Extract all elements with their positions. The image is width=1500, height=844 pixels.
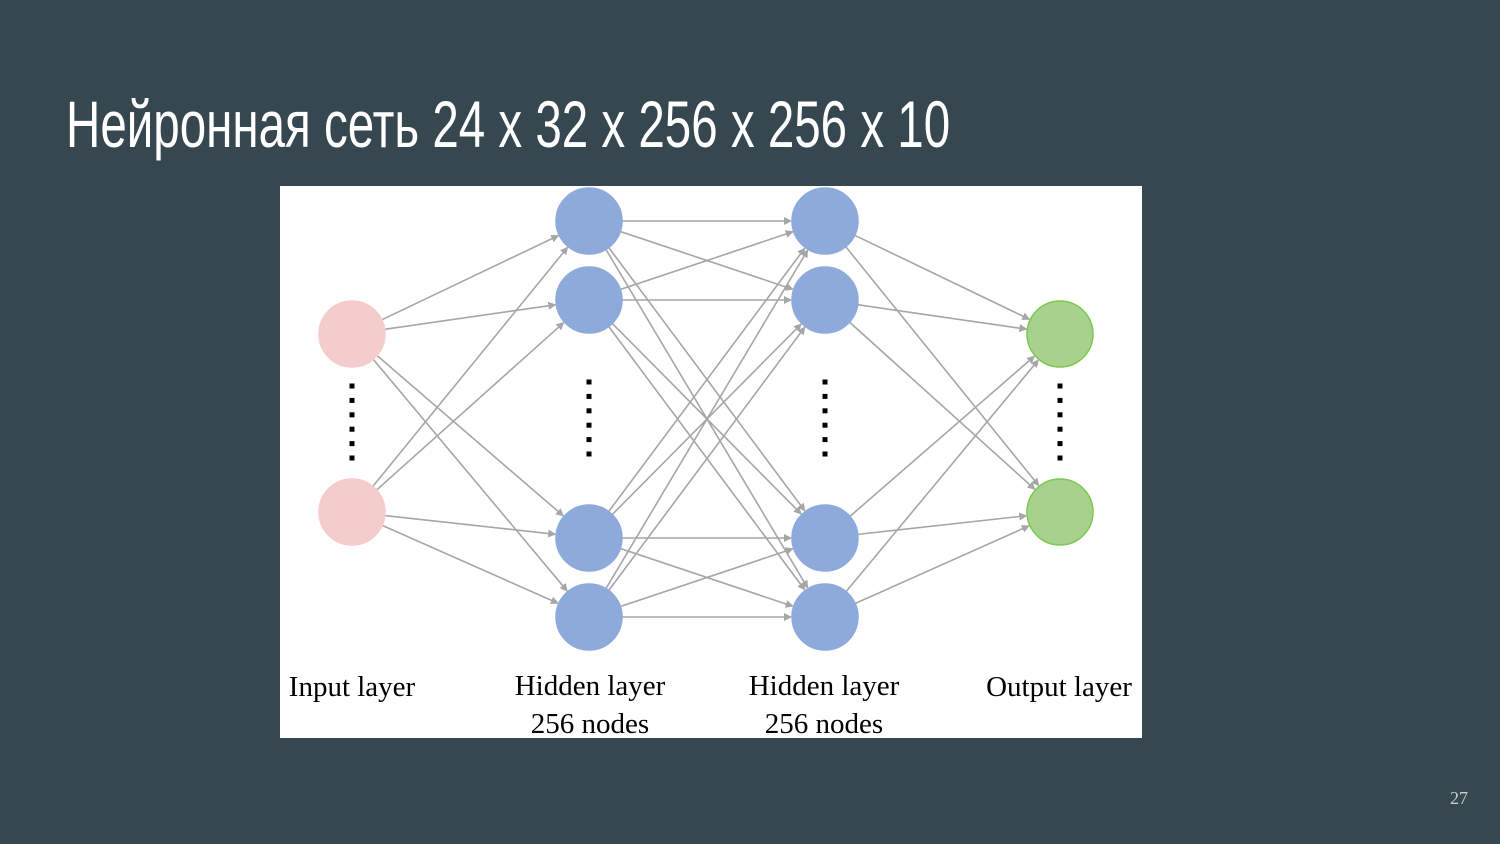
node-layer2-3 <box>791 583 859 651</box>
ellipsis-dot-layer0-3 <box>349 426 355 432</box>
edge-l2-n2-to-n0 <box>849 355 1036 517</box>
ellipsis-dot-layer0-2 <box>349 412 355 418</box>
edge-l2-n3-to-n0 <box>845 359 1039 593</box>
node-layer2-2 <box>791 504 859 572</box>
ellipsis-dot-layer1-0 <box>586 379 592 385</box>
ellipsis-dot-layer3-5 <box>1057 455 1063 461</box>
edge-l0-n1-to-n3 <box>381 524 559 605</box>
edge-l2-n0-to-n1 <box>845 246 1040 487</box>
network-diagram: Input layer Hidden layer 256 nodes Hidde… <box>280 186 1142 740</box>
ellipsis-dot-layer2-2 <box>822 408 828 414</box>
layer-sublabel-hidden-2: 256 nodes <box>764 708 884 740</box>
node-layer1-1 <box>555 266 623 334</box>
layer-label-output: Output layer <box>986 671 1132 703</box>
ellipsis-dot-layer1-4 <box>586 437 592 443</box>
edge-l0-n0-to-n3 <box>372 358 568 592</box>
edge-l2-n3-to-n1 <box>854 525 1030 605</box>
ellipsis-dot-layer1-3 <box>586 422 592 428</box>
ellipsis-dot-layer3-1 <box>1057 397 1063 403</box>
node-layer1-0 <box>555 187 623 255</box>
page-number: 27 <box>1450 788 1468 808</box>
ellipsis-dot-layer1-2 <box>586 408 592 414</box>
edge-l1-n3-to-n1 <box>608 326 806 592</box>
node-layer1-2 <box>555 504 623 572</box>
layer-label-input: Input layer <box>288 671 416 703</box>
edge-l1-n3-to-n0 <box>605 249 809 590</box>
edge-l2-n0-to-n0 <box>854 234 1031 320</box>
ellipsis-dot-layer1-5 <box>586 451 592 457</box>
ellipsis-dot-layer2-5 <box>822 451 828 457</box>
ellipsis-dot-layer3-0 <box>1057 383 1063 389</box>
edge-l2-n1-to-n0 <box>857 303 1028 333</box>
layer-label-hidden-1: Hidden layer <box>514 670 666 702</box>
node-layer0-0 <box>318 300 386 368</box>
edge-l1-n1-to-n0 <box>620 230 794 291</box>
ellipsis-dot-layer3-3 <box>1057 426 1063 432</box>
ellipsis-dot-layer0-5 <box>349 455 355 461</box>
node-layer3-0 <box>1026 300 1094 368</box>
ellipsis-dot-layer1-1 <box>586 393 592 399</box>
edge-l0-n1-to-n1 <box>376 322 565 491</box>
edge-l0-n1-to-n0 <box>372 246 569 487</box>
ellipsis-dot-layer0-4 <box>349 441 355 447</box>
slide-title: Нейронная сеть 24 x 32 x 256 x 256 x 10 <box>66 87 951 161</box>
ellipsis-dot-layer2-0 <box>822 379 828 385</box>
edge-l0-n0-to-n0 <box>381 234 560 321</box>
layer-sublabel-hidden-1: 256 nodes <box>530 708 650 740</box>
ellipsis-dot-layer2-1 <box>822 393 828 399</box>
node-layer2-0 <box>791 187 859 255</box>
ellipsis-dot-layer2-4 <box>822 437 828 443</box>
ellipsis-dot-layer0-0 <box>349 383 355 389</box>
ellipsis-dot-layer3-4 <box>1057 441 1063 447</box>
nodes-group <box>318 187 1094 651</box>
edge-l1-n3-to-n2 <box>620 547 794 608</box>
edge-l2-n2-to-n1 <box>857 512 1028 536</box>
ellipsis-dot-layer0-1 <box>349 397 355 403</box>
node-layer2-1 <box>791 266 859 334</box>
layer-label-hidden-2: Hidden layer <box>748 670 900 702</box>
node-layer3-1 <box>1026 478 1094 546</box>
ellipsis-dot-layer3-2 <box>1057 412 1063 418</box>
ellipsis-group <box>349 379 1063 461</box>
edge-l2-n1-to-n1 <box>848 321 1036 490</box>
network-svg <box>318 187 1094 651</box>
node-layer1-3 <box>555 583 623 651</box>
edge-l0-n0-to-n2 <box>376 354 564 517</box>
edge-l0-n0-to-n1 <box>384 301 557 331</box>
ellipsis-dot-layer2-3 <box>822 422 828 428</box>
edges-group <box>372 217 1040 621</box>
edge-l1-n2-to-n0 <box>608 247 806 513</box>
node-layer0-1 <box>318 478 386 546</box>
edge-l0-n1-to-n2 <box>384 514 557 538</box>
